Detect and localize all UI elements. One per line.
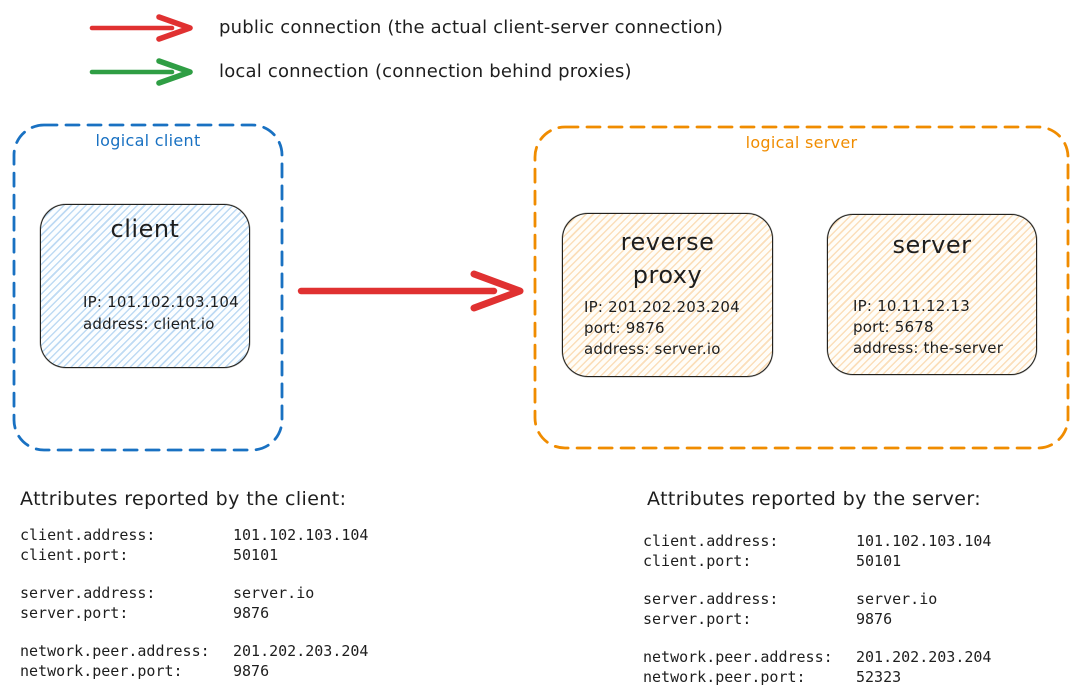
reverse-proxy-node-details: IP: 201.202.203.204 port: 9876 address: … — [584, 297, 740, 360]
attr-value: 52323 — [856, 668, 902, 686]
kv-row: client.port: 50101 — [20, 545, 368, 565]
kv-row: server.port: 9876 — [20, 603, 314, 623]
attr-key: network.peer.address: — [20, 642, 210, 660]
reverse-proxy-node-title: reverse proxy — [620, 228, 715, 289]
attr-key: server.port: — [20, 604, 129, 622]
kv-row: network.peer.port: 9876 — [20, 661, 368, 681]
local-connection-arrow-icon — [89, 58, 193, 86]
kv-row: server.address: server.io — [643, 589, 937, 609]
attr-value: server.io — [856, 590, 938, 608]
attr-value: 9876 — [233, 662, 270, 680]
logical-client-label: logical client — [95, 131, 201, 150]
attr-key: client.port: — [643, 552, 752, 570]
attr-key: server.port: — [643, 610, 752, 628]
logical-client-dashed-border — [12, 123, 284, 452]
server-report-group-client: client.address: 101.102.103.104 client.p… — [643, 531, 991, 571]
logical-server-dashed-border — [533, 125, 1070, 450]
client-report-group-server: server.address: server.io server.port: 9… — [20, 583, 314, 623]
client-report-heading: Attributes reported by the client: — [20, 488, 347, 510]
client-node: client IP: 101.102.103.104 address: clie… — [40, 204, 250, 368]
logical-server-label: logical server — [745, 133, 858, 152]
attr-value: 9876 — [233, 604, 270, 622]
server-node-details: IP: 10.11.12.13 port: 5678 address: the-… — [853, 296, 1003, 359]
server-node-title: server — [892, 231, 972, 259]
legend-label-public: public connection (the actual client-ser… — [219, 17, 724, 38]
reverse-proxy-address: address: server.io — [584, 340, 721, 358]
attr-value: 50101 — [233, 546, 279, 564]
attr-key: network.peer.address: — [643, 648, 833, 666]
attr-value: server.io — [233, 584, 315, 602]
attr-key: client.port: — [20, 546, 129, 564]
logical-client-group: logical client — [12, 123, 284, 452]
server-port: port: 5678 — [853, 318, 934, 336]
client-report-group-network-peer: network.peer.address: 201.202.203.204 ne… — [20, 641, 368, 681]
kv-row: client.port: 50101 — [643, 551, 991, 571]
reverse-proxy-ip: IP: 201.202.203.204 — [584, 298, 740, 316]
attr-value: 9876 — [856, 610, 893, 628]
kv-row: client.address: 101.102.103.104 — [643, 531, 991, 551]
public-connection-arrow-icon — [89, 14, 193, 42]
attr-value: 201.202.203.204 — [856, 648, 992, 666]
kv-row: server.port: 9876 — [643, 609, 937, 629]
server-report-group-server: server.address: server.io server.port: 9… — [643, 589, 937, 629]
server-address: address: the-server — [853, 339, 1004, 357]
client-node-details: IP: 101.102.103.104 address: client.io — [83, 291, 239, 335]
server-node: server IP: 10.11.12.13 port: 5678 addres… — [827, 214, 1037, 375]
attr-key: network.peer.port: — [20, 662, 183, 680]
attr-value: 101.102.103.104 — [233, 526, 369, 544]
legend-label-local: local connection (connection behind prox… — [219, 61, 632, 82]
reverse-proxy-port: port: 9876 — [584, 319, 665, 337]
client-ip: IP: 101.102.103.104 — [83, 293, 239, 311]
client-to-server-arrow-icon — [297, 270, 524, 312]
kv-row: network.peer.port: 52323 — [643, 667, 991, 687]
client-report-group-client: client.address: 101.102.103.104 client.p… — [20, 525, 368, 565]
reverse-proxy-node: reverse proxy IP: 201.202.203.204 port: … — [562, 213, 773, 377]
attr-key: server.address: — [643, 590, 779, 608]
attr-value: 50101 — [856, 552, 902, 570]
attr-key: client.address: — [643, 532, 779, 550]
server-report-heading: Attributes reported by the server: — [647, 488, 982, 510]
client-node-title: client — [110, 215, 180, 243]
kv-row: network.peer.address: 201.202.203.204 — [643, 647, 991, 667]
server-ip: IP: 10.11.12.13 — [853, 297, 970, 315]
client-address: address: client.io — [83, 315, 215, 333]
kv-row: client.address: 101.102.103.104 — [20, 525, 368, 545]
attr-key: client.address: — [20, 526, 156, 544]
attr-key: server.address: — [20, 584, 156, 602]
kv-row: server.address: server.io — [20, 583, 314, 603]
attr-value: 101.102.103.104 — [856, 532, 992, 550]
server-report-group-network-peer: network.peer.address: 201.202.203.204 ne… — [643, 647, 991, 687]
logical-server-group: logical server — [533, 125, 1070, 450]
attr-key: network.peer.port: — [643, 668, 806, 686]
kv-row: network.peer.address: 201.202.203.204 — [20, 641, 368, 661]
attr-value: 201.202.203.204 — [233, 642, 369, 660]
